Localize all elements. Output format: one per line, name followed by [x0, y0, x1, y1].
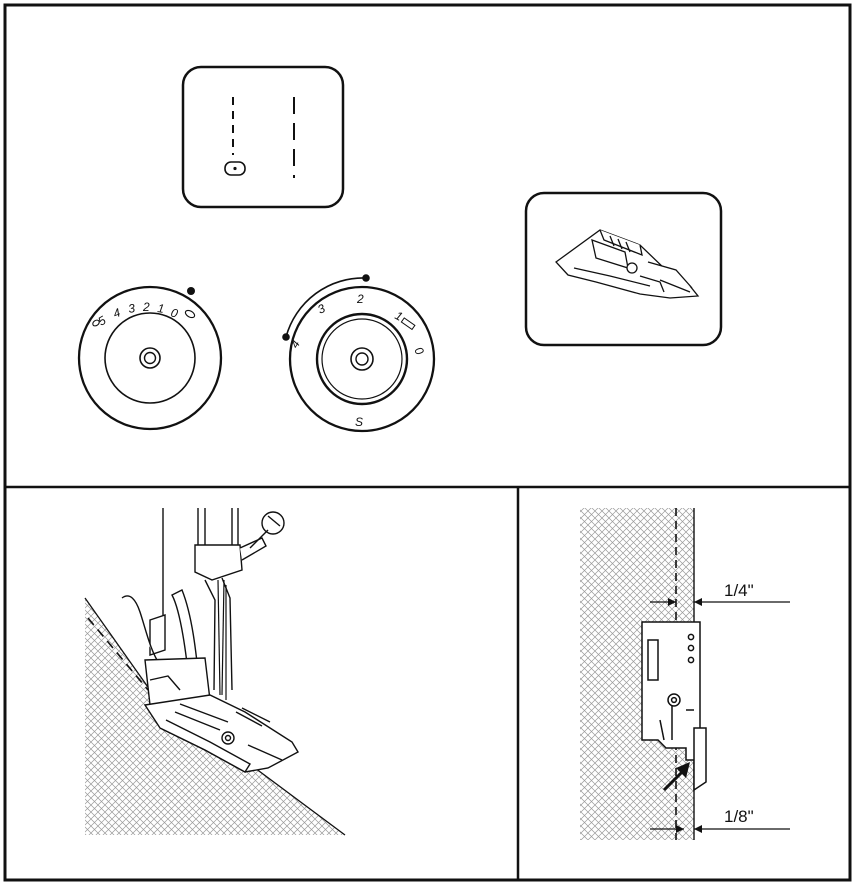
measure-eighth-inch: 1/8"	[724, 807, 754, 826]
guide-arrow-icon	[662, 762, 690, 792]
seam-line	[87, 617, 149, 691]
width-mark-4: 4	[111, 305, 122, 321]
quarter-inch-guide-illustration: 1/4" 1/8"	[580, 508, 790, 840]
stitch-pattern-icon	[181, 65, 345, 209]
eighth-inch-measure: 1/8"	[650, 807, 790, 833]
width-mark-2: 2	[142, 300, 150, 314]
quarter-inch-measure: 1/4"	[650, 581, 790, 606]
length-dial-s-label: S	[355, 415, 363, 429]
indicator-dot	[187, 287, 195, 295]
width-mark-3: 3	[127, 301, 136, 316]
needle-icon	[217, 579, 227, 700]
sewing-foot-illustration	[84, 508, 346, 836]
width-mark-1: 1	[157, 301, 166, 316]
presser-foot-shank	[121, 589, 211, 706]
presser-foot-icon	[524, 191, 723, 347]
guide-foot	[641, 621, 707, 792]
presser-bar	[162, 508, 285, 691]
fabric-left	[85, 598, 345, 835]
measure-quarter-inch: 1/4"	[724, 581, 754, 600]
length-mark-2: 2	[356, 292, 364, 306]
presser-foot-sole	[143, 694, 299, 773]
width-mark-0: 0	[169, 305, 180, 320]
length-range-arc	[285, 277, 367, 338]
